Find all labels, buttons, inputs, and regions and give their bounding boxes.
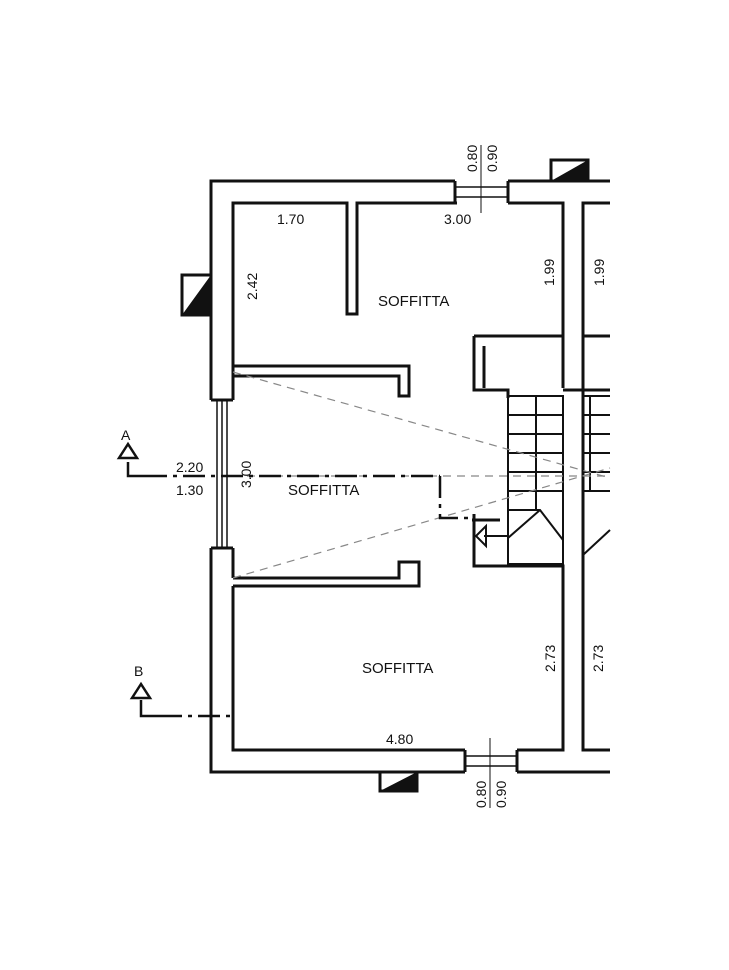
room-label-middle: SOFFITTA: [288, 482, 359, 499]
section-a-arrow-icon: [116, 441, 140, 460]
stair-arrow-icon: [474, 523, 487, 549]
dim-top-window-2: 0.90: [484, 145, 500, 172]
party-wall: [581, 201, 610, 610]
dim-neighbor-lower-height: 2.73: [590, 645, 606, 672]
section-a-corner: [126, 462, 145, 478]
room-label-lower: SOFFITTA: [362, 660, 433, 677]
bottom-wall-right-inner: [472, 514, 565, 752]
stair-winder: [507, 509, 564, 541]
room-label-upper: SOFFITTA: [378, 293, 449, 310]
dim-window-left-height: 2.20: [176, 459, 203, 475]
dim-lower-height: 2.73: [542, 645, 558, 672]
vent-icon-left: [180, 273, 213, 317]
lower-room-inner: [231, 586, 465, 752]
left-wall-upper: [209, 179, 455, 400]
top-wall-right-inner: [508, 201, 565, 388]
dim-top-window-1: 0.80: [464, 145, 480, 172]
dim-middle-width: 3.00: [238, 461, 254, 488]
left-wall-upper-inner: [231, 201, 457, 368]
staircase: [472, 395, 611, 565]
service-box: [472, 334, 563, 398]
section-a-label: A: [121, 427, 131, 443]
dim-upper-left-height: 2.42: [244, 273, 260, 300]
middle-partition: [233, 560, 421, 588]
dim-upper-left-width: 1.70: [277, 211, 304, 227]
neighbor-lower-wall: [581, 566, 610, 752]
section-b-arrow-icon: [129, 681, 153, 700]
upper-partition: [233, 364, 411, 398]
vent-icon-top: [549, 158, 590, 183]
dim-neighbor-upper-height: 1.99: [591, 259, 607, 286]
dim-upper-right-height: 1.99: [541, 259, 557, 286]
dim-bottom-window-2: 0.90: [493, 781, 509, 808]
vent-symbols: [180, 158, 590, 793]
section-a-jog: [438, 476, 472, 520]
vent-icon-bottom: [378, 770, 419, 793]
dim-bottom-window-1: 0.80: [473, 781, 489, 808]
section-markers: [116, 441, 472, 718]
section-b-corner: [139, 700, 160, 718]
bottom-window: [465, 738, 517, 808]
dim-lower-width: 4.80: [386, 731, 413, 747]
top-window: [455, 145, 508, 213]
ridge-line-upper: [232, 371, 611, 479]
section-b-label: B: [134, 663, 143, 679]
ridge-line-lower: [232, 467, 611, 579]
dim-upper-right-width: 3.00: [444, 211, 471, 227]
dim-window-left-sill: 1.30: [176, 482, 203, 498]
left-window: [216, 399, 228, 549]
